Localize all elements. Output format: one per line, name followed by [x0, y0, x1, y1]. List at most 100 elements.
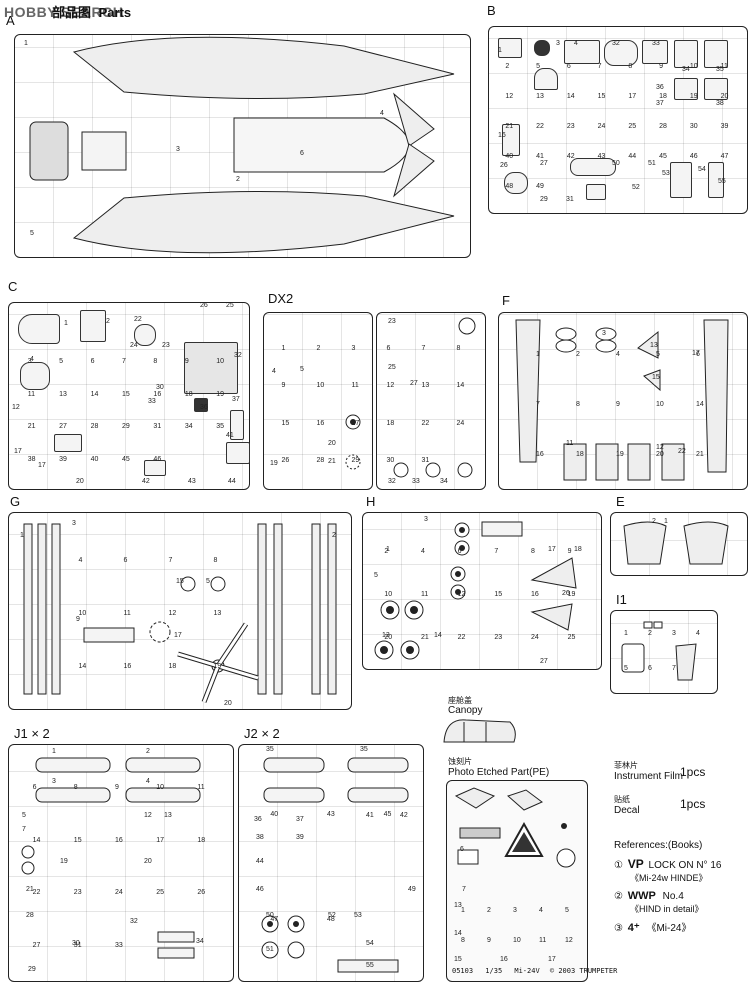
reference-line2: 《HIND in detail》	[630, 904, 704, 914]
part-number: 31	[73, 941, 82, 949]
reference-line2: 《Mi-24w HINDE》	[630, 873, 708, 883]
part	[144, 460, 166, 476]
part-number: 3	[602, 330, 606, 337]
part-number: 34	[440, 478, 448, 485]
part	[674, 40, 698, 68]
part-number: 14	[454, 930, 462, 937]
part-number: 27	[540, 160, 548, 167]
part	[498, 38, 522, 58]
part-number: 9	[281, 382, 286, 390]
part-number: 28	[316, 457, 325, 465]
part-number: 14	[696, 401, 704, 408]
part-number: 51	[648, 160, 656, 167]
part-number: 34	[682, 66, 690, 73]
part-number: 22	[134, 316, 142, 323]
sprue-i1-drawing	[621, 621, 697, 681]
part	[20, 362, 50, 390]
sprue-a-drawing	[29, 36, 455, 254]
part-number: 39	[720, 123, 729, 130]
part-number: 4	[421, 547, 425, 555]
sprue-f-drawing	[515, 319, 729, 481]
part	[604, 40, 638, 66]
part-number: 6	[566, 63, 571, 70]
part-number: 46	[256, 886, 264, 893]
part-number: 3	[52, 778, 56, 785]
reference-code: VP	[627, 857, 644, 871]
sprue-label-b: B	[487, 3, 496, 18]
part-number: 4	[272, 368, 276, 375]
part-number: 2	[384, 547, 389, 555]
part-number: 35	[360, 746, 368, 753]
part-number: 32	[612, 40, 620, 47]
part-number: 6	[300, 150, 304, 157]
canopy-label: 座舱盖 Canopy	[448, 696, 482, 716]
part-number: 6	[32, 784, 37, 792]
part-number: 9	[115, 784, 119, 792]
part-number: 14	[434, 632, 442, 639]
part-number: 21	[696, 451, 704, 458]
part	[502, 124, 520, 156]
part-number: 25	[156, 889, 164, 897]
pe-footer: 05103 1/35 Mi-24V © 2003 TRUMPETER	[452, 967, 617, 975]
part-number: 16	[498, 132, 506, 139]
part-number: 1	[52, 748, 56, 755]
part-number: 33	[412, 478, 420, 485]
part-number: 17	[692, 350, 700, 357]
part	[670, 162, 692, 198]
sprue-c-parts	[14, 306, 250, 482]
part-number: 52	[632, 184, 640, 191]
part	[642, 40, 668, 64]
part-number: 11	[720, 63, 728, 70]
part-number: 38	[716, 100, 724, 107]
part-number: 24	[531, 634, 539, 642]
part-number: 15	[494, 591, 503, 598]
part-number: 4	[616, 351, 620, 358]
part	[534, 40, 550, 56]
part-number: 5	[656, 351, 660, 358]
part-number: 11	[27, 390, 35, 398]
part-number: 3	[556, 40, 560, 47]
part-number: 12	[457, 591, 466, 598]
part-number: 52	[328, 912, 336, 919]
part-number: 53	[354, 912, 362, 919]
part-number: 6	[460, 846, 464, 853]
part-number: 34	[184, 423, 193, 431]
sprue-label-a: A	[6, 13, 15, 28]
part-number: 1	[536, 351, 540, 358]
sprue-label-f: F	[502, 293, 510, 308]
part-number: 12	[386, 382, 395, 390]
part-number: 5	[374, 572, 378, 579]
part-number: 13	[454, 902, 462, 909]
sprue-label-c: C	[8, 279, 18, 294]
reference-line1: No.4	[662, 891, 684, 902]
part-number: 29	[540, 196, 548, 203]
part-number: 46	[153, 455, 162, 463]
sprue-h-drawing	[374, 521, 577, 660]
pe-footer-model: Mi-24V	[514, 967, 540, 975]
part-number: 23	[388, 318, 396, 325]
part-number: 12	[168, 610, 177, 617]
part-number: 17	[14, 448, 22, 455]
part-number: 7	[122, 358, 126, 366]
part	[534, 68, 558, 90]
part-number: 14	[456, 382, 465, 390]
part-number: 3	[513, 907, 517, 914]
part-number: 17	[38, 462, 46, 469]
part-number: 14	[32, 836, 41, 844]
part-number: 7	[22, 826, 26, 833]
reference-item: ② WWP No.4 《HIND in detail》	[614, 890, 748, 915]
part-number: 31	[566, 196, 574, 203]
part-number: 15	[454, 956, 462, 963]
reference-line1: 《Mi-24》	[646, 923, 692, 934]
part-number: 41	[226, 432, 234, 439]
part-number: 33	[652, 40, 660, 47]
part-number: 5	[22, 812, 26, 819]
part-number: 9	[567, 547, 572, 555]
part-number: 11	[197, 784, 205, 792]
part-number: 26	[200, 302, 208, 309]
sprue-label-j2: J2 × 2	[244, 726, 280, 741]
part-number: 19	[567, 591, 576, 598]
part-number: 46	[689, 153, 698, 160]
part-number: 4	[380, 110, 384, 117]
part-number: 9	[659, 63, 664, 70]
